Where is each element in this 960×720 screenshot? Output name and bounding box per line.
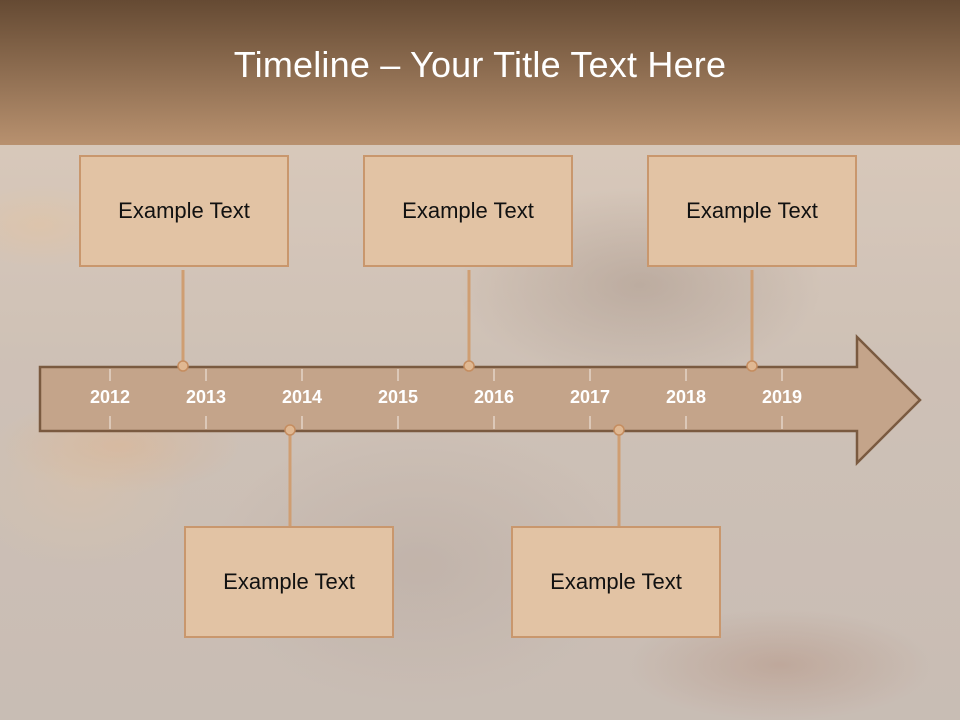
event-box-1[interactable]: Example Text bbox=[79, 155, 289, 267]
event-box-4[interactable]: Example Text bbox=[511, 526, 721, 638]
event-text-2: Example Text bbox=[223, 569, 355, 594]
year-label-2014: 2014 bbox=[282, 387, 322, 407]
slide-title: Timeline – Your Title Text Here bbox=[233, 44, 727, 85]
year-label-2018: 2018 bbox=[666, 387, 706, 407]
year-label-2012: 2012 bbox=[90, 387, 130, 407]
connector-dot-4 bbox=[613, 424, 625, 436]
year-label-2016: 2016 bbox=[474, 387, 514, 407]
year-label-2015: 2015 bbox=[378, 387, 418, 407]
event-text-1: Example Text bbox=[118, 198, 250, 223]
year-label-2017: 2017 bbox=[570, 387, 610, 407]
tick-marks bbox=[109, 369, 783, 429]
title-bar: Timeline – Your Title Text Here bbox=[0, 0, 960, 145]
connector-dot-5 bbox=[746, 360, 758, 372]
event-text-5: Example Text bbox=[686, 198, 818, 223]
connector-dot-2 bbox=[284, 424, 296, 436]
event-box-3[interactable]: Example Text bbox=[363, 155, 573, 267]
year-label-2019: 2019 bbox=[762, 387, 802, 407]
year-labels: 2012 2013 2014 2015 2016 2017 2018 2019 bbox=[90, 387, 802, 407]
connectors bbox=[181, 270, 754, 526]
event-text-4: Example Text bbox=[550, 569, 682, 594]
event-box-2[interactable]: Example Text bbox=[184, 526, 394, 638]
timeline-arrow bbox=[38, 333, 922, 467]
connector-dots bbox=[177, 360, 758, 436]
event-box-5[interactable]: Example Text bbox=[647, 155, 857, 267]
connector-dot-3 bbox=[463, 360, 475, 372]
connector-dot-1 bbox=[177, 360, 189, 372]
year-label-2013: 2013 bbox=[186, 387, 226, 407]
event-text-3: Example Text bbox=[402, 198, 534, 223]
